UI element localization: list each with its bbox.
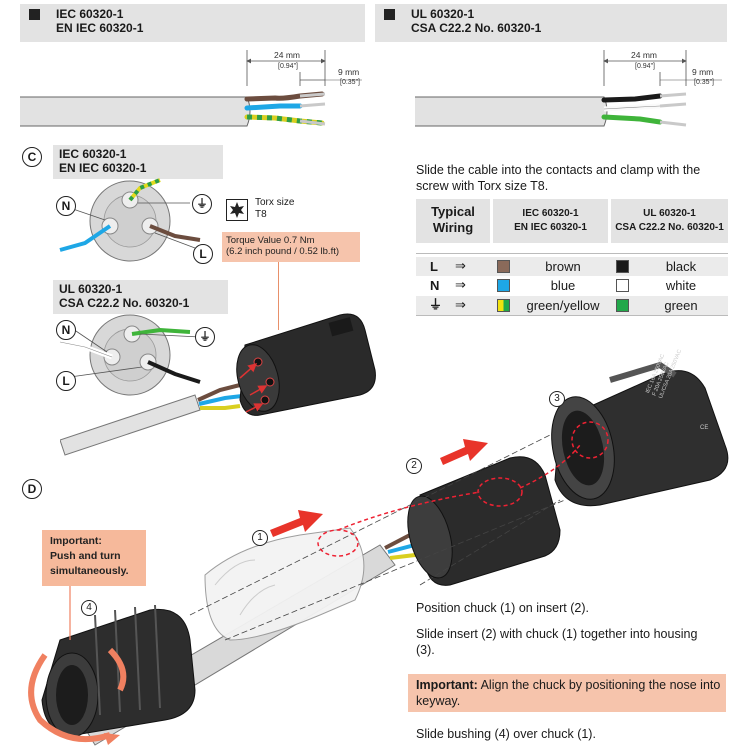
swatch-brown <box>497 260 510 273</box>
wiring-row-n-label: N <box>430 278 440 293</box>
section-c-iec-box: IEC 60320-1 EN IEC 60320-1 <box>53 145 223 179</box>
step-1-label: 1 <box>252 530 268 546</box>
header-square-icon <box>29 9 40 20</box>
header-ul-line1: UL 60320-1 <box>411 7 475 21</box>
cable-strip-drawings <box>20 50 722 127</box>
header-iec-line1: IEC 60320-1 <box>56 7 124 21</box>
wiring-header-typical: Typical Wiring <box>416 204 490 236</box>
header-iec: IEC 60320-1 EN IEC 60320-1 <box>20 4 365 42</box>
iec-earth-icon: ⏚ <box>192 194 212 214</box>
ul-pin-face-diagram <box>59 314 201 396</box>
swatch-green <box>616 299 629 312</box>
slide-cable-instruction: Slide the cable into the contacts and cl… <box>416 163 701 193</box>
section-c-label: C <box>22 147 42 167</box>
swatch-black <box>616 260 629 273</box>
header-iec-line2: EN IEC 60320-1 <box>56 21 144 35</box>
wiring-row-n-ul-color: white <box>665 278 697 293</box>
wiring-row-l-iec-color: brown <box>545 259 581 274</box>
instruction-important-keyway: Important: Align the chuck by positionin… <box>416 677 724 709</box>
wiring-header-ul: UL 60320-1 CSA C22.2 No. 60320-1 <box>611 207 728 235</box>
step-3-label: 3 <box>549 391 565 407</box>
wiring-row-earth-ul-color: green <box>664 298 698 313</box>
header-square-icon <box>384 9 395 20</box>
important-keyway-box <box>408 674 726 712</box>
instruction-slide-insert: Slide insert (2) with chuck (1) together… <box>416 627 698 657</box>
wiring-col-divider <box>608 199 611 243</box>
dimension-wire-mm-ul: 9 mm <box>692 67 714 77</box>
torx-label: Torx size T8 <box>255 197 294 221</box>
instruction-position-chuck: Position chuck (1) on insert (2). <box>416 601 589 615</box>
swatch-white <box>616 279 629 292</box>
dimension-wire-in-ul: [0.35"] <box>694 79 714 86</box>
section-c-ul-line2: CSA C22.2 No. 60320-1 <box>59 296 190 310</box>
torx-icon <box>226 199 248 221</box>
wiring-header-ul-line2: CSA C22.2 No. 60320-1 <box>615 222 724 233</box>
section-c-ul-line1: UL 60320-1 <box>59 282 123 296</box>
wiring-header-typical-line1: Typical <box>431 204 475 219</box>
wiring-row-l-bg <box>416 257 728 276</box>
insert-with-cable-drawing <box>60 313 376 456</box>
dimension-strip-in: [0.94"] <box>278 63 298 70</box>
wiring-col-divider <box>490 199 493 243</box>
wiring-row-l-label: L <box>430 259 438 274</box>
dimension-strip-in-ul: [0.94"] <box>635 63 655 70</box>
wiring-header-ul-line1: UL 60320-1 <box>643 208 696 219</box>
iec-pin-face-diagram <box>59 178 201 262</box>
header-ul-line2: CSA C22.2 No. 60320-1 <box>411 21 542 35</box>
iec-pin-l-label: L <box>193 244 213 264</box>
swatch-blue <box>497 279 510 292</box>
dimension-wire-mm: 9 mm <box>338 67 360 77</box>
wiring-row-n-iec-color: blue <box>550 278 576 293</box>
wiring-table-header <box>416 199 728 243</box>
section-c-ul-box: UL 60320-1 CSA C22.2 No. 60320-1 <box>53 280 228 314</box>
push-turn-line3: simultaneously. <box>50 565 129 577</box>
wiring-row-earth-iec-color: green/yellow <box>526 298 600 313</box>
wiring-row-earth-label: ⏚ <box>429 297 443 312</box>
iec-cable-drawing <box>20 50 362 127</box>
wiring-table-header-rule <box>416 253 728 254</box>
ul-earth-icon: ⏚ <box>195 327 215 347</box>
section-c-iec-line1: IEC 60320-1 <box>59 147 127 161</box>
torque-note-line2: (6.2 inch pound / 0.52 lb.ft) <box>226 246 340 257</box>
wiring-header-iec: IEC 60320-1 EN IEC 60320-1 <box>493 207 608 235</box>
torque-leader-line <box>278 262 279 330</box>
dimension-strip-mm-ul: 24 mm <box>631 50 657 60</box>
wiring-header-typical-line2: Wiring <box>432 220 474 235</box>
push-turn-line2: Push and turn <box>50 550 121 562</box>
instruction-important-text: Align the chuck by positioning the nose … <box>416 678 721 708</box>
dimension-strip-mm: 24 mm <box>274 50 300 60</box>
housing-marking-ce: CE <box>700 425 709 431</box>
wiring-table-bottom-rule <box>416 315 728 316</box>
torx-label-line2: T8 <box>255 209 267 220</box>
wiring-row-earth-arrow: ⇒ <box>455 297 466 312</box>
push-turn-important-box: Important: Push and turn simultaneously. <box>42 530 146 586</box>
ul-pin-l-label: L <box>56 371 76 391</box>
step-4-label: 4 <box>81 600 97 616</box>
iec-pin-n-label: N <box>56 196 76 216</box>
torque-note-line1: Torque Value 0.7 Nm <box>226 235 315 246</box>
push-turn-line1: Important: <box>50 535 102 547</box>
section-d-label: D <box>22 479 42 499</box>
dimension-wire-in: [0.35"] <box>340 79 360 86</box>
swatch-green-yellow <box>497 299 510 312</box>
ul-pin-n-label: N <box>56 320 76 340</box>
torx-label-line1: Torx size <box>255 197 295 208</box>
header-ul: UL 60320-1 CSA C22.2 No. 60320-1 <box>375 4 727 42</box>
ul-cable-drawing <box>415 50 722 127</box>
step-2-label: 2 <box>406 458 422 474</box>
instruction-important-label: Important: <box>416 678 478 692</box>
section-c-iec-line2: EN IEC 60320-1 <box>59 161 147 175</box>
wiring-header-iec-line2: EN IEC 60320-1 <box>514 222 587 233</box>
wiring-row-l-arrow: ⇒ <box>455 258 466 273</box>
wiring-row-n-arrow: ⇒ <box>455 277 466 292</box>
wiring-row-earth-bg <box>416 296 728 315</box>
assembly-exploded-drawing <box>28 361 729 746</box>
torque-note: Torque Value 0.7 Nm (6.2 inch pound / 0.… <box>222 232 360 262</box>
instruction-slide-bushing: Slide bushing (4) over chuck (1). <box>416 727 596 741</box>
wiring-header-iec-line1: IEC 60320-1 <box>522 208 579 219</box>
wiring-row-l-ul-color: black <box>665 259 697 274</box>
